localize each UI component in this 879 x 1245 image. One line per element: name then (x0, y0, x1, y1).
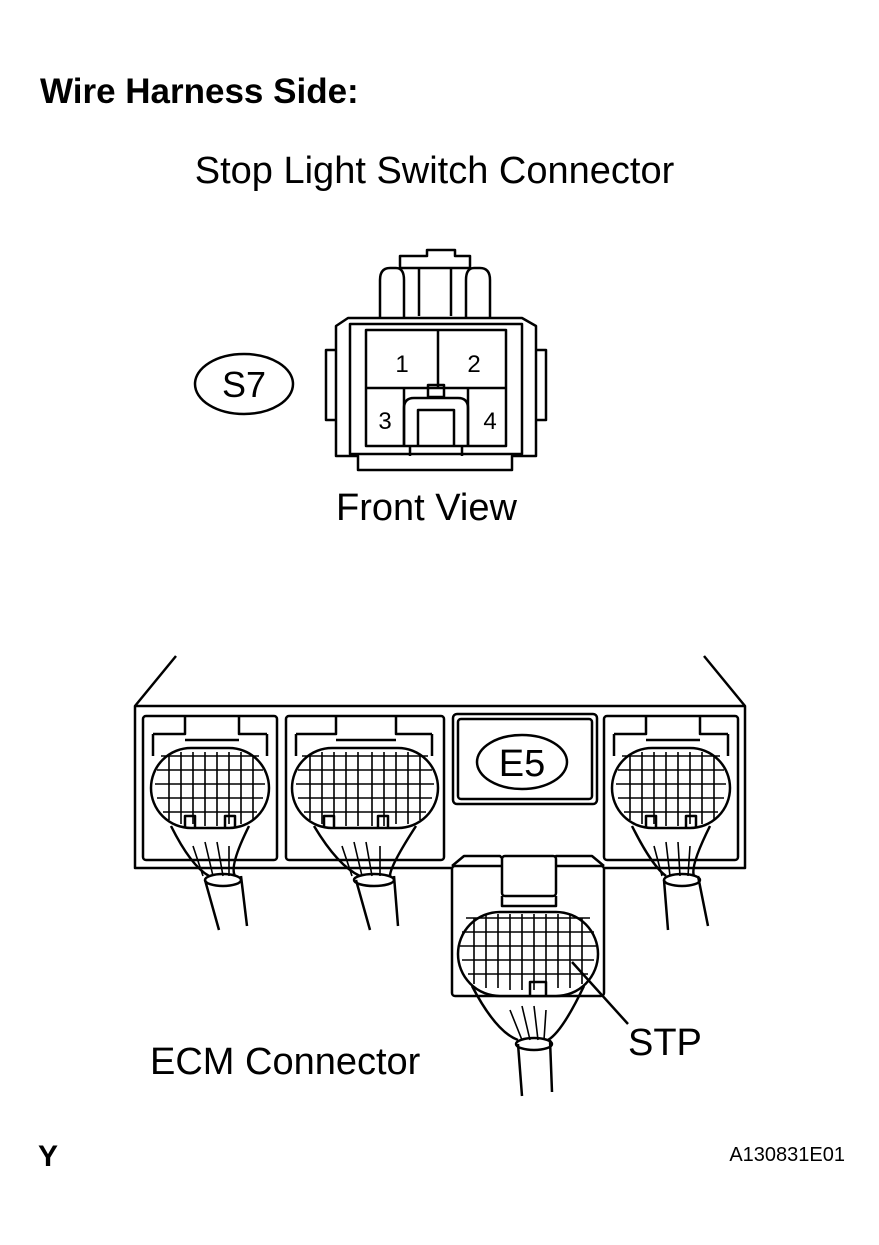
pin-3-label: 3 (378, 408, 391, 435)
e5-code-bubble (475, 733, 569, 791)
ecm-housing-drawing (133, 655, 747, 870)
stp-pin-callout: STP (628, 1022, 702, 1064)
pin-4-label: 4 (483, 408, 496, 435)
ecm-connector-3 (602, 714, 740, 931)
e5-code-label: E5 (499, 743, 545, 785)
diagram-heading: Wire Harness Side: (40, 72, 359, 111)
figure-id: A130831E01 (729, 1144, 845, 1166)
s7-code-bubble (193, 352, 295, 416)
ecm-connector-label: ECM Connector (150, 1041, 421, 1083)
front-view-label: Front View (336, 487, 517, 529)
ecm-connector-2 (284, 714, 446, 931)
pin-2-label: 2 (467, 351, 480, 378)
stop-light-connector-title: Stop Light Switch Connector (194, 150, 675, 192)
ecm-connector-1 (141, 714, 279, 931)
s7-code-label: S7 (222, 364, 266, 405)
stop-light-connector-drawing (193, 248, 548, 472)
e5-mating-connector (450, 854, 629, 1097)
pin-1-label: 1 (395, 351, 408, 378)
orientation-mark: Y (38, 1140, 59, 1173)
